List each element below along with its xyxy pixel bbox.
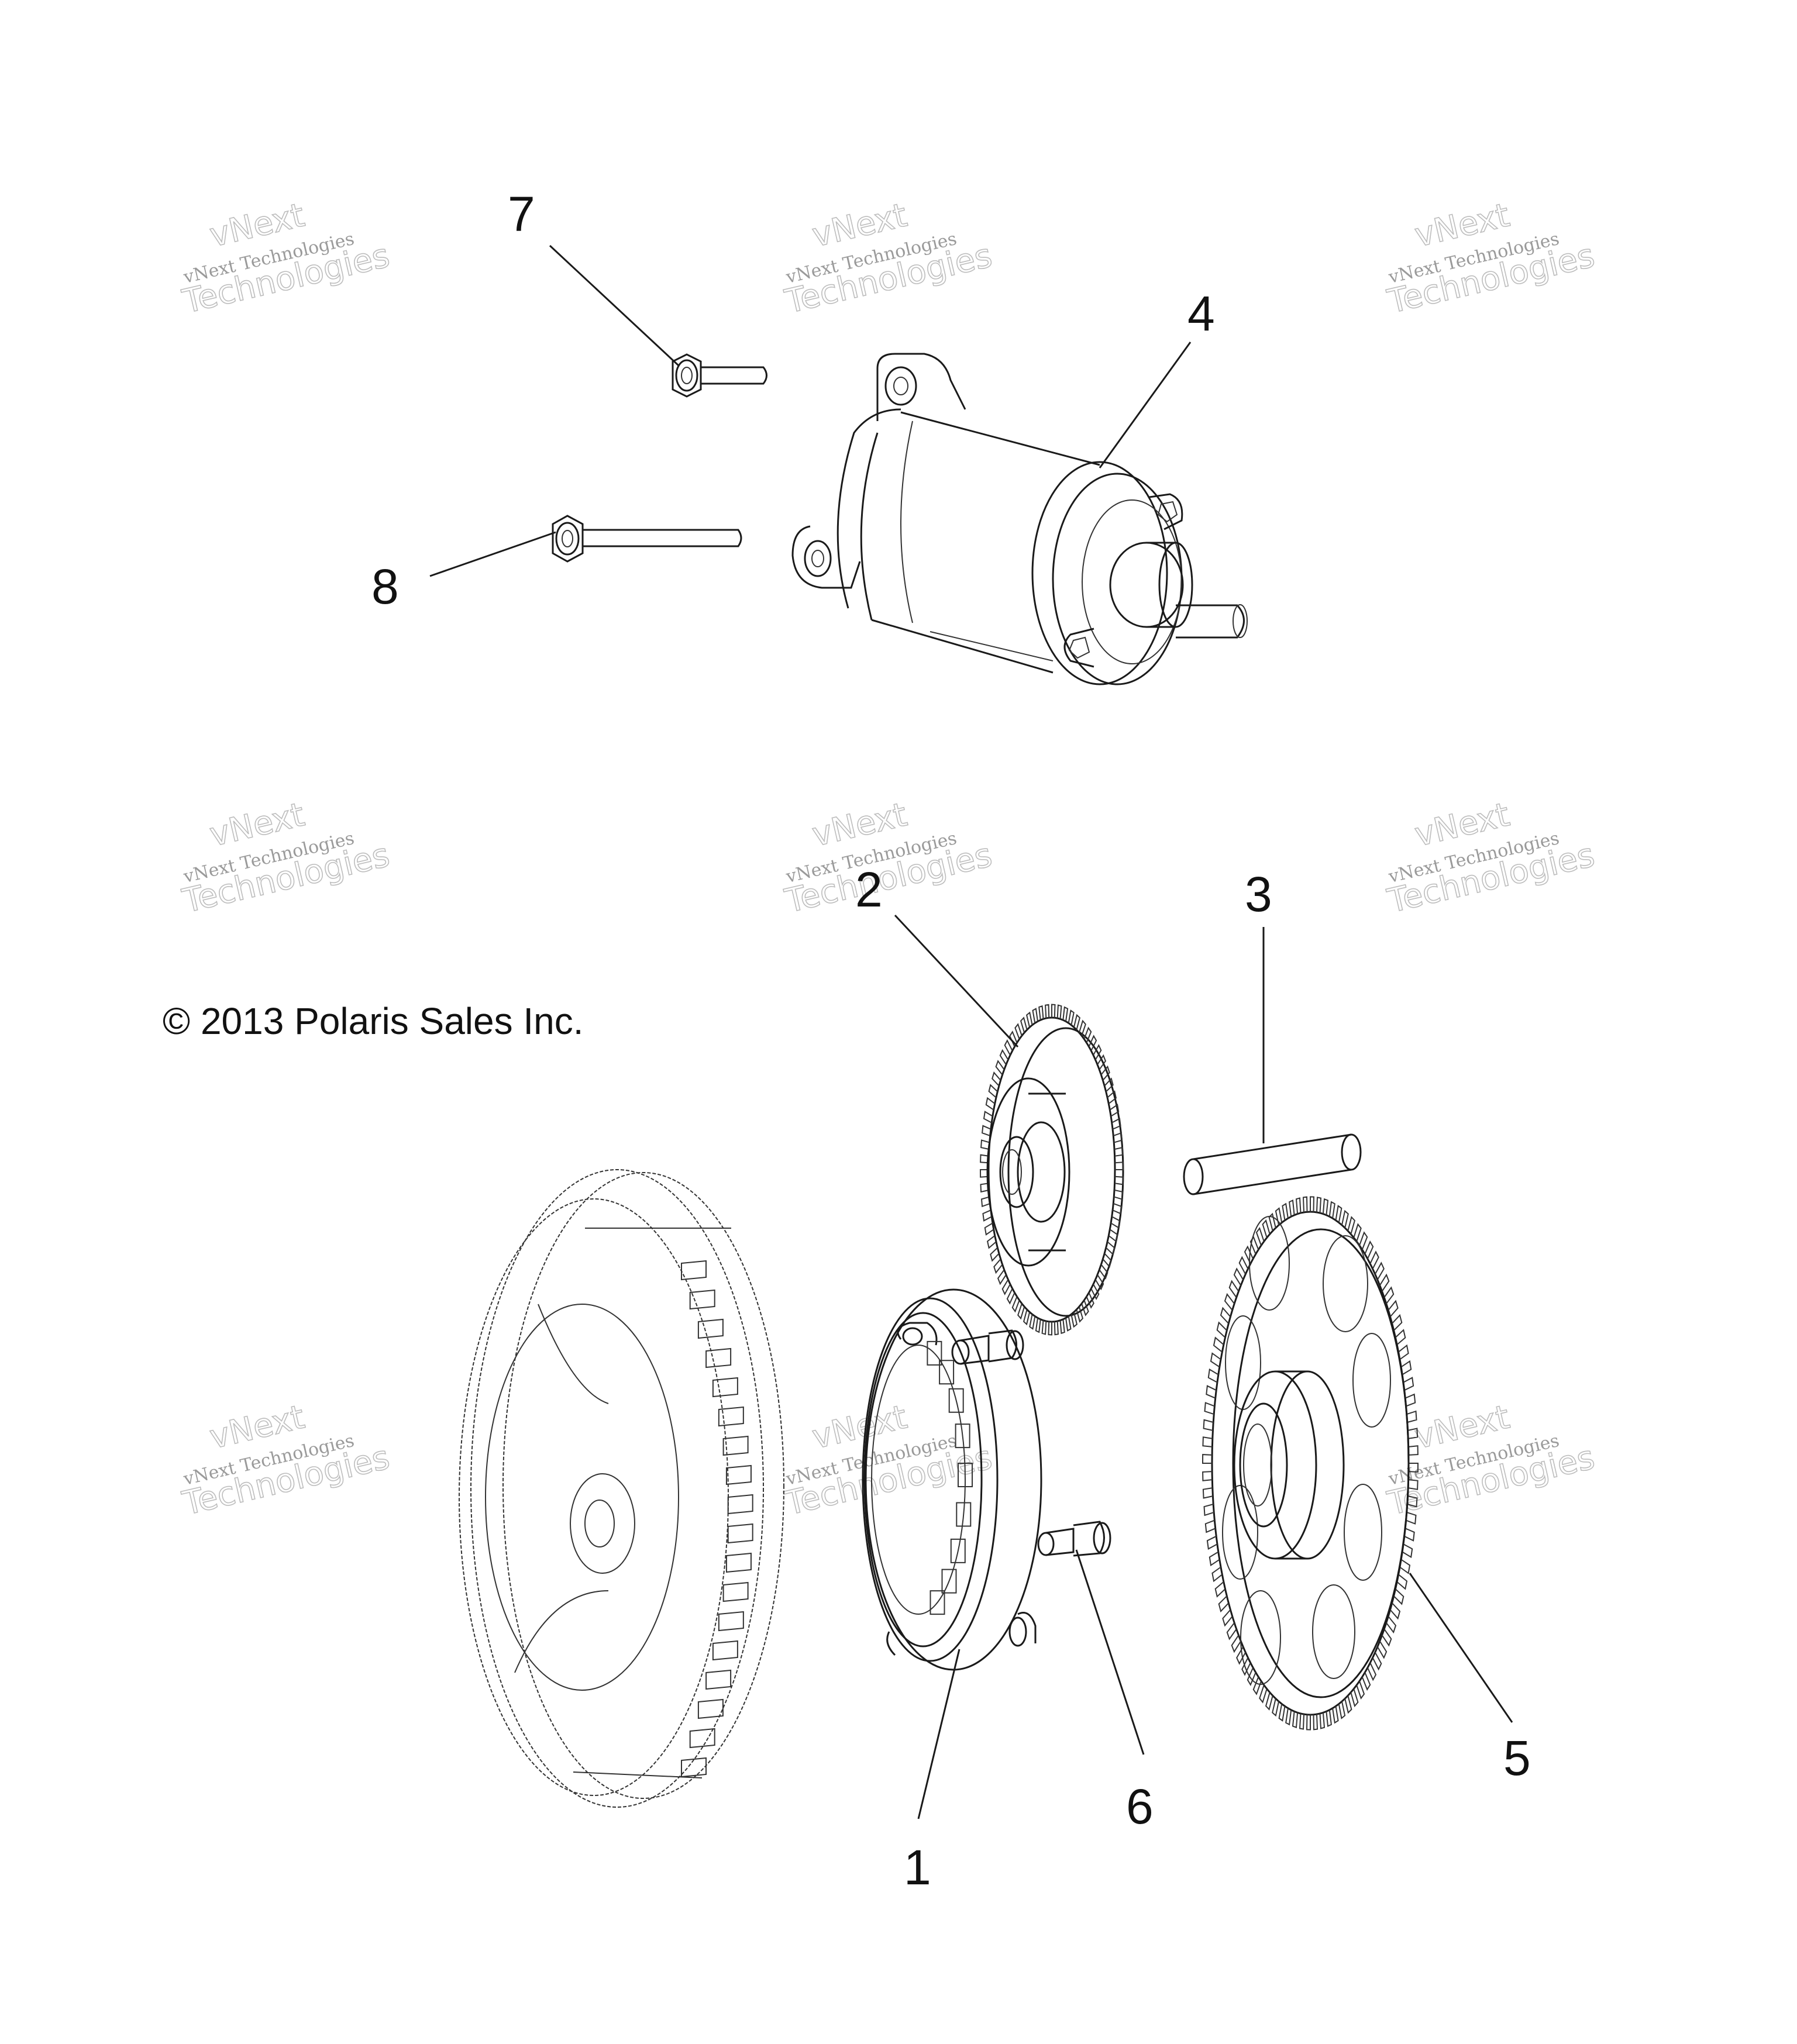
- watermark-top-right: vNext vNext Technologies Technologies: [1383, 196, 1599, 322]
- part-1-starter-clutch: [862, 1288, 1042, 1671]
- leader-7: [549, 244, 680, 367]
- part-4-starter-motor: [791, 353, 1248, 685]
- watermark-bottom-center: vNext vNext Technologies Technologies: [781, 1398, 996, 1523]
- callout-1: 1: [904, 1840, 931, 1895]
- leader-5: [1409, 1573, 1513, 1723]
- callout-3: 3: [1245, 867, 1272, 922]
- watermark-top-center: vNext vNext Technologies Technologies: [781, 196, 996, 322]
- part-6-bolts: [951, 1329, 1111, 1557]
- part-5-driven-gear: [1202, 1196, 1419, 1731]
- callout-4: 4: [1187, 286, 1215, 341]
- callout-6: 6: [1126, 1779, 1154, 1834]
- watermark-top-left: vNext vNext Technologies Technologies: [178, 196, 394, 322]
- part-7-bolt: [672, 353, 767, 398]
- callout-7: 7: [508, 187, 535, 242]
- leader-4: [1099, 342, 1192, 468]
- watermark-mid-right: vNext vNext Technologies Technologies: [1383, 795, 1599, 921]
- callout-8: 8: [371, 559, 399, 614]
- flywheel: [459, 1169, 784, 1808]
- watermark-bottom-left: vNext vNext Technologies Technologies: [178, 1398, 394, 1523]
- callout-5: 5: [1503, 1731, 1531, 1786]
- watermark-mid-left: vNext vNext Technologies Technologies: [178, 795, 394, 921]
- part-2-idler-gear: [979, 1004, 1124, 1336]
- leader-1: [917, 1649, 961, 1819]
- part-8-bolt: [552, 515, 742, 563]
- leader-2: [894, 914, 1019, 1048]
- copyright-notice: © 2013 Polaris Sales Inc.: [163, 1000, 584, 1042]
- part-3-shaft-pin: [1183, 1133, 1362, 1195]
- leader-8: [429, 531, 556, 577]
- leader-6: [1075, 1549, 1145, 1755]
- callout-2: 2: [855, 862, 883, 917]
